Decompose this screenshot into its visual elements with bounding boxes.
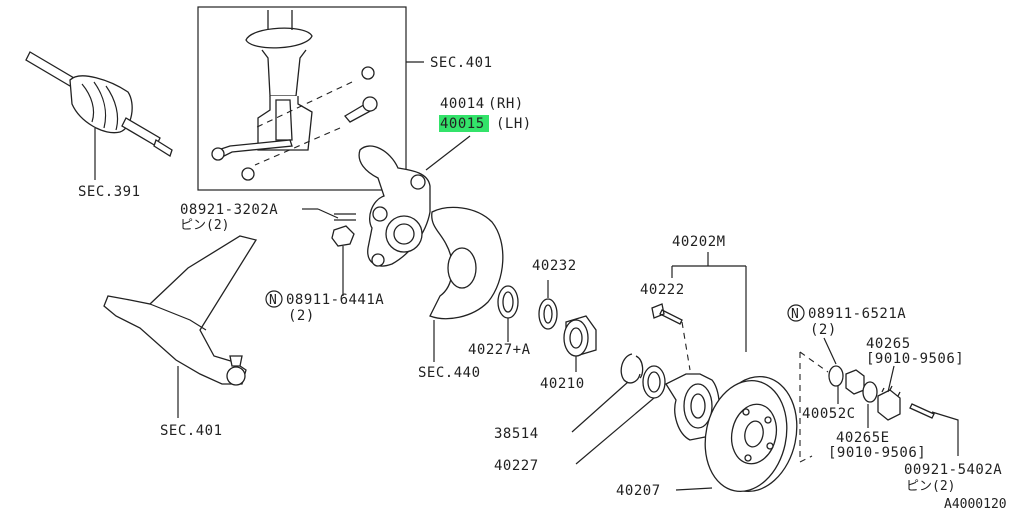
- label-qty-2-b: (2): [810, 322, 837, 338]
- castle-nut: [331, 225, 355, 247]
- figure-id: A4000120: [944, 497, 1007, 512]
- label-40265: 40265: [866, 336, 911, 352]
- cotter-pin: [909, 403, 935, 419]
- washer-40052c: [828, 365, 844, 387]
- label-sec401-bottom: SEC.401: [160, 423, 223, 439]
- seal-40232: [538, 298, 558, 330]
- label-40227: 40227: [494, 458, 539, 474]
- label-40015-side: (LH): [496, 116, 532, 132]
- n-symbol-a: [265, 290, 283, 308]
- steering-knuckle: [358, 145, 431, 267]
- label-40014-side: (RH): [488, 96, 524, 112]
- label-40015: 40015: [440, 116, 485, 132]
- highlight-40015: [439, 115, 489, 132]
- label-08921-3202a: 08921-3202A: [180, 202, 278, 218]
- drive-shaft: [25, 51, 173, 157]
- label-00921-5402a: 00921-5402A: [904, 462, 1002, 478]
- label-38514: 38514: [494, 426, 539, 442]
- label-08911-6521a: 08911-6521A: [808, 306, 906, 322]
- n-symbol-b: [787, 304, 805, 322]
- label-qty-2-a: (2): [288, 308, 315, 324]
- label-sec440: SEC.440: [418, 365, 481, 381]
- n-letter-b: N: [791, 307, 799, 322]
- label-40232: 40232: [532, 258, 577, 274]
- strut-assembly: [197, 6, 407, 191]
- label-40014: 40014: [440, 96, 485, 112]
- backing-plate: [429, 206, 504, 320]
- label-40227a: 40227+A: [468, 342, 531, 358]
- label-sec391: SEC.391: [78, 184, 141, 200]
- hub: [665, 373, 720, 441]
- bearing-40210: [563, 315, 597, 357]
- label-40210: 40210: [540, 376, 585, 392]
- brake-rotor-40207: [704, 375, 798, 493]
- cap-40265e: [862, 381, 878, 403]
- seal-40227a: [497, 285, 519, 319]
- label-08911-6441a: 08911-6441A: [286, 292, 384, 308]
- label-40265e-date: [9010-9506]: [828, 445, 926, 461]
- label-40222: 40222: [640, 282, 685, 298]
- nut-40265: [845, 369, 865, 395]
- label-40265e: 40265E: [836, 430, 890, 446]
- label-pin-2-a: ピン(2): [180, 218, 229, 233]
- label-pin-2-b: ピン(2): [906, 479, 955, 494]
- seal-40227: [642, 365, 666, 399]
- lower-arm: [103, 235, 258, 386]
- hub-bolt-40222: [651, 303, 683, 325]
- label-40265-date: [9010-9506]: [866, 351, 964, 367]
- label-40052c: 40052C: [802, 406, 856, 422]
- n-letter-a: N: [269, 293, 277, 308]
- snap-ring-38514: [620, 353, 644, 384]
- castle-cap: [877, 385, 901, 421]
- label-40207: 40207: [616, 483, 661, 499]
- label-40202m: 40202M: [672, 234, 726, 250]
- label-sec401-top: SEC.401: [430, 55, 493, 71]
